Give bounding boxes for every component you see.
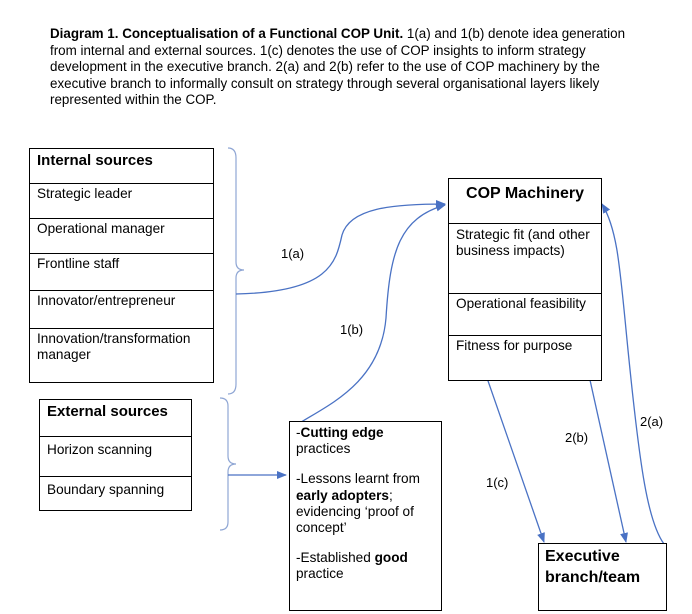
internal-sources-title: Internal sources xyxy=(37,152,153,169)
cop-machinery-title: COP Machinery xyxy=(466,185,584,202)
internal-sources-box: Internal sources Strategic leader Operat… xyxy=(29,148,214,383)
practice-cutting-edge: -Cutting edge practices xyxy=(296,425,384,457)
internal-source-item: Innovation/transformation manager xyxy=(30,328,213,379)
arrow-1a xyxy=(235,200,446,295)
caption-title: Diagram 1. Conceptualisation of a Functi… xyxy=(50,26,404,41)
cop-item: Operational feasibility xyxy=(449,293,601,335)
practice-early-adopters: -Lessons learnt from early adopters; evi… xyxy=(296,471,420,536)
executive-title: Executive branch/team xyxy=(545,548,641,586)
cop-item: Strategic fit (and other business impact… xyxy=(449,223,601,293)
external-sources-bracket xyxy=(219,397,237,531)
label-1c: 1(c) xyxy=(486,475,509,490)
practices-box: -Cutting edge practices -Lessons learnt … xyxy=(289,421,442,611)
internal-source-item: Strategic leader xyxy=(30,183,213,218)
arrow-1c xyxy=(486,377,545,543)
label-1b: 1(b) xyxy=(340,322,364,337)
external-sources-box: External sources Horizon scanning Bounda… xyxy=(39,399,192,511)
cop-machinery-box: COP Machinery Strategic fit (and other b… xyxy=(448,178,602,381)
diagram-caption: Diagram 1. Conceptualisation of a Functi… xyxy=(50,26,650,109)
executive-box: Executive branch/team xyxy=(538,543,667,611)
caption-body: 1(a) and 1(b) denote idea generation fro… xyxy=(50,26,626,107)
practice-good-practice: -Established good practice xyxy=(296,550,408,582)
arrow-2b xyxy=(589,379,628,543)
external-sources-title: External sources xyxy=(47,403,168,420)
external-source-item: Boundary spanning xyxy=(40,476,191,510)
arrow-2a xyxy=(601,203,665,545)
label-2a: 2(a) xyxy=(640,414,664,429)
label-1a: 1(a) xyxy=(281,246,305,261)
arrow-1b xyxy=(291,203,446,429)
label-2b: 2(b) xyxy=(565,430,589,445)
internal-sources-bracket xyxy=(227,147,245,395)
internal-source-item: Innovator/entrepreneur xyxy=(30,290,213,328)
internal-source-item: Operational manager xyxy=(30,218,213,253)
cop-item: Fitness for purpose xyxy=(449,335,601,379)
internal-source-item: Frontline staff xyxy=(30,253,213,290)
external-source-item: Horizon scanning xyxy=(40,436,191,476)
